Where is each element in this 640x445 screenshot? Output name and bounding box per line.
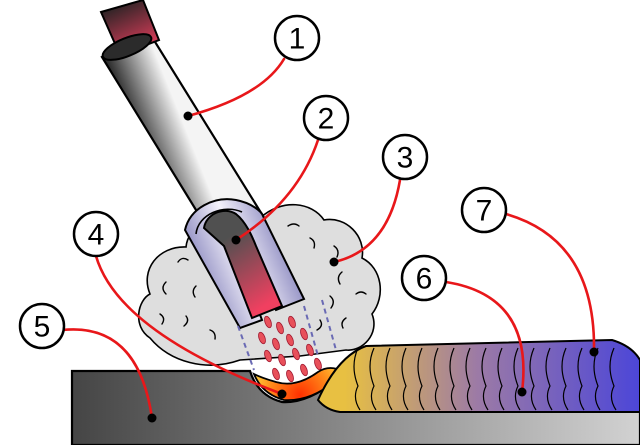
nozzle-inner-arc [195, 208, 243, 235]
leader-end-dot-7 [589, 347, 599, 357]
callout-circle-2 [302, 94, 350, 142]
leader-end-dot-5 [147, 413, 157, 423]
callout-circle-7 [460, 186, 508, 234]
callout-markers: 1 2 3 4 5 6 7 [18, 14, 508, 350]
bead-ripple [401, 347, 409, 411]
bead-ripple [481, 347, 489, 411]
callout-circle-4 [72, 210, 120, 258]
callout-number-7: 7 [476, 195, 493, 228]
callout-number-2: 2 [318, 103, 335, 136]
leader-line-5 [60, 328, 154, 420]
callout-circle-5 [18, 302, 66, 350]
callout-1: 1 [273, 14, 321, 62]
leader-line-4 [94, 254, 284, 396]
callout-4: 4 [72, 210, 120, 258]
leader-end-dot-3 [329, 257, 339, 267]
leader-line-2 [234, 138, 320, 242]
bead-ripple [369, 347, 377, 411]
callout-2: 2 [302, 94, 350, 142]
gas-swirls [159, 223, 367, 340]
electrode-top-opening [101, 33, 153, 61]
bead-ripple [513, 347, 521, 411]
bead-ripple [417, 347, 425, 411]
bead-ripples [353, 347, 617, 411]
leader-lines [60, 57, 599, 423]
callout-number-6: 6 [416, 263, 433, 296]
bead-ripple [433, 347, 441, 411]
leader-end-dot-6 [517, 387, 527, 397]
bead-ripple [577, 347, 585, 411]
callout-6: 6 [400, 254, 448, 302]
bead-ripple [465, 347, 473, 411]
callout-number-4: 4 [88, 219, 105, 252]
callout-circle-1 [273, 14, 321, 62]
leader-end-dot-4 [277, 389, 287, 399]
bead-ripple [609, 347, 617, 411]
leader-end-dot-2 [231, 235, 241, 245]
callout-7: 7 [460, 186, 508, 234]
leader-line-6 [444, 280, 525, 394]
bead-ripple [593, 347, 601, 411]
bead-ripple [529, 347, 537, 411]
bead-ripple [385, 347, 393, 411]
callout-number-5: 5 [34, 311, 51, 344]
callout-number-1: 1 [289, 23, 306, 56]
callout-5: 5 [18, 302, 66, 350]
bead-ripple [561, 347, 569, 411]
leader-line-3 [332, 178, 402, 264]
leader-line-7 [504, 212, 596, 354]
callout-circle-3 [381, 133, 429, 181]
callout-3: 3 [381, 133, 429, 181]
leader-end-dot-1 [183, 111, 193, 121]
metal-droplets [258, 315, 322, 383]
bead-ripple [497, 347, 505, 411]
weld-bead [316, 338, 640, 413]
shield-gas-flow [237, 299, 337, 371]
bead-ripple [545, 347, 553, 411]
callout-circle-6 [400, 254, 448, 302]
callout-number-3: 3 [397, 142, 414, 175]
leader-line-1 [186, 57, 286, 118]
bead-ripple [449, 347, 457, 411]
bead-ripple [353, 347, 361, 411]
filler-wire [202, 209, 284, 320]
